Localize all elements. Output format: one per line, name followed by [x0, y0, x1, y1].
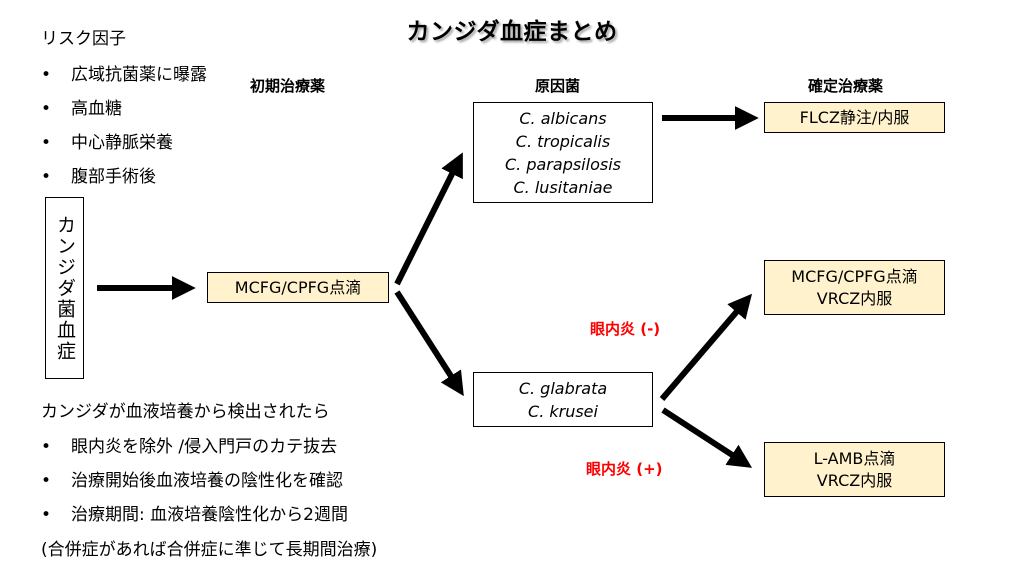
endophthalmitis-negative-label: 眼内炎 (-) — [590, 320, 661, 338]
arrow-initial-to-group1 — [394, 152, 463, 286]
risk-factor-item: •中心静脈栄養 — [41, 133, 173, 153]
organism-name: C. krusei — [528, 401, 598, 421]
management-heading: カンジダが血液培養から検出されたら — [41, 402, 330, 422]
organism-name: C. glabrata — [518, 378, 608, 398]
risk-factors-heading: リスク因子 — [41, 29, 126, 49]
organism-name: C. tropicalis — [515, 131, 611, 151]
organism-group-2-box: C. glabrata C. krusei — [473, 372, 653, 427]
bullet-icon: • — [41, 437, 52, 457]
drug-name: MCFG/CPFG点滴 — [791, 266, 918, 286]
arrow-group2-to-negative — [659, 293, 753, 401]
bullet-icon: • — [41, 505, 52, 525]
definitive-drug-box-1: FLCZ静注/内服 — [764, 102, 945, 133]
management-item: •眼内炎を除外 /侵入門戸のカテ抜去 — [41, 437, 338, 457]
bullet-icon: • — [41, 471, 52, 491]
organism-name: C. albicans — [519, 108, 607, 128]
definitive-drug-box-endophthalmitis-positive: L-AMB点滴 VRCZ内服 — [764, 442, 945, 497]
organism-name: C. lusitaniae — [513, 177, 613, 197]
candidemia-box: カンジダ菌血症 — [45, 197, 84, 379]
bullet-icon: • — [41, 65, 52, 85]
drug-name: VRCZ内服 — [816, 288, 893, 308]
arrow-initial-to-group2 — [394, 290, 464, 397]
risk-factor-item: •広域抗菌薬に曝露 — [41, 65, 207, 85]
definitive-therapy-header: 確定治療薬 — [808, 77, 884, 95]
page-title: カンジダ血症まとめ — [406, 19, 618, 45]
organism-name: C. parapsilosis — [505, 154, 621, 174]
management-item: •治療開始後血液培養の陰性化を確認 — [41, 471, 343, 491]
drug-name: VRCZ内服 — [816, 470, 893, 490]
endophthalmitis-positive-label: 眼内炎 (+) — [586, 460, 663, 478]
bullet-icon: • — [41, 167, 52, 187]
risk-factor-item: •腹部手術後 — [41, 167, 156, 187]
drug-name: L-AMB点滴 — [813, 448, 896, 468]
bullet-icon: • — [41, 133, 52, 153]
organism-header: 原因菌 — [535, 77, 581, 95]
organism-group-1-box: C. albicans C. tropicalis C. parapsilosi… — [473, 102, 653, 203]
initial-drug-box: MCFG/CPFG点滴 — [207, 272, 389, 303]
initial-therapy-header: 初期治療薬 — [250, 77, 326, 95]
definitive-drug-box-endophthalmitis-negative: MCFG/CPFG点滴 VRCZ内服 — [764, 260, 945, 315]
arrow-group2-to-positive — [661, 407, 753, 468]
management-note: (合併症があれば合併症に準じて長期間治療) — [41, 540, 378, 560]
risk-factor-item: •高血糖 — [41, 99, 122, 119]
bullet-icon: • — [41, 99, 52, 119]
management-item: •治療期間: 血液培養陰性化から2週間 — [41, 505, 348, 525]
